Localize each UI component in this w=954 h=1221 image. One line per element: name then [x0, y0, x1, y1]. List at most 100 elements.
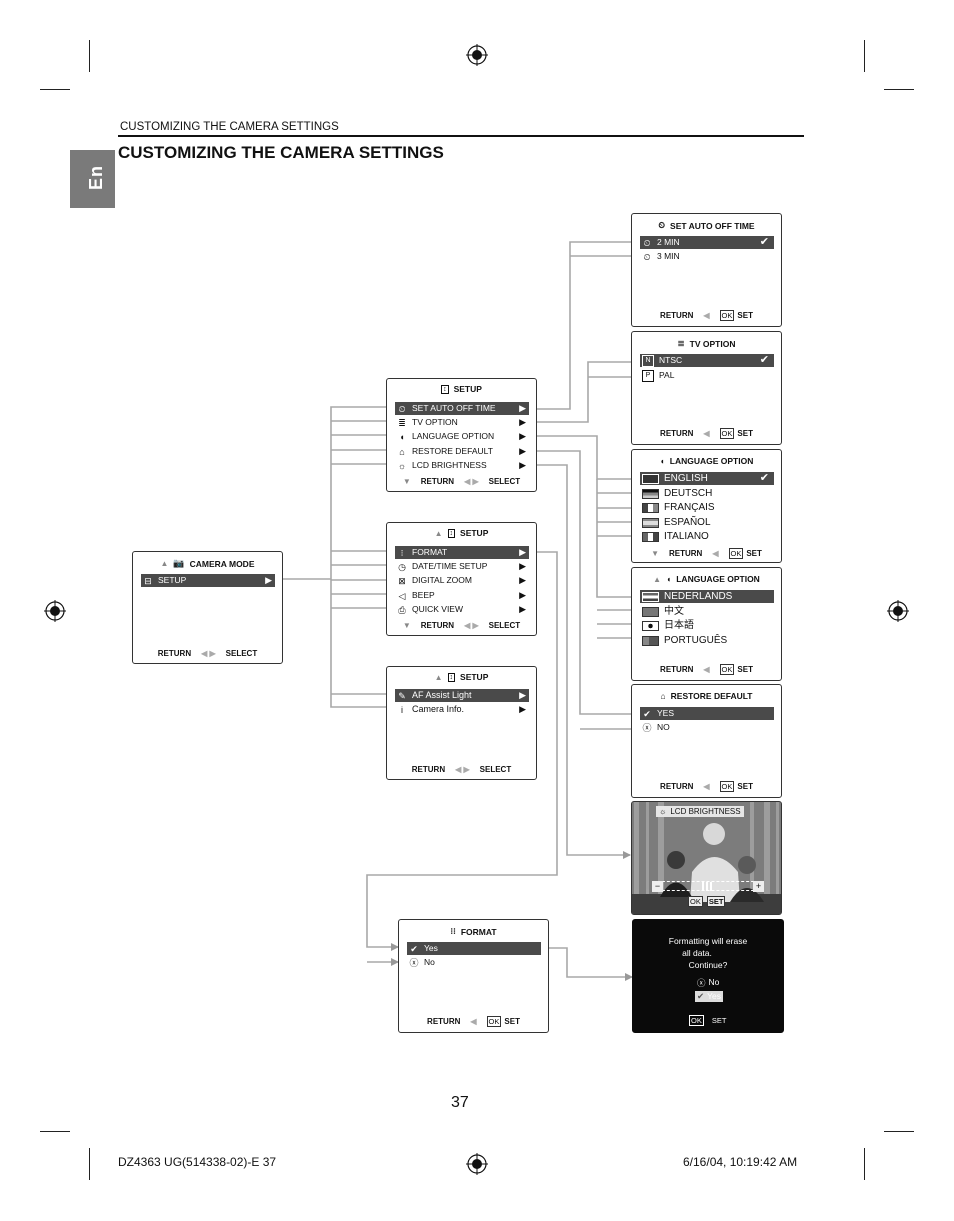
menu-item-format[interactable]: ⁝ FORMAT ▶ — [395, 546, 529, 559]
crop-mark — [864, 40, 865, 72]
crop-mark — [884, 89, 914, 90]
option-japanese[interactable]: 日本語 — [640, 619, 774, 632]
menu-item-label: DATE/TIME SETUP — [412, 561, 488, 571]
option-nederlands[interactable]: NEDERLANDS — [640, 590, 774, 603]
menu-item-datetime[interactable]: ◷ DATE/TIME SETUP ▶ — [395, 560, 529, 573]
checkmark-icon: ✔ — [410, 943, 418, 954]
set-label[interactable]: SET — [711, 1016, 727, 1025]
return-label[interactable]: RETURN — [157, 649, 192, 658]
option-portugues[interactable]: PORTUGUÊS — [640, 634, 774, 647]
auto-off-screen: ⏲ SET AUTO OFF TIME ⏲ 2 MIN ✔ ⏲ 3 MIN RE… — [631, 213, 782, 327]
set-button[interactable]: SET — [706, 896, 726, 907]
set-label[interactable]: SET — [504, 1017, 520, 1026]
option-espanol[interactable]: ESPAÑOL — [640, 516, 774, 529]
return-label[interactable]: RETURN — [660, 665, 694, 674]
set-label[interactable]: SET — [737, 311, 753, 320]
option-label: 日本語 — [664, 620, 694, 631]
option-2min[interactable]: ⏲ 2 MIN ✔ — [640, 236, 774, 249]
restore-icon: ⌂ — [660, 691, 666, 701]
option-yes[interactable]: ✔ YES — [640, 707, 774, 720]
right-arrow-icon: ▶ — [519, 460, 526, 470]
menu-item-quick-view[interactable]: ⎙ QUICK VIEW ▶ — [395, 603, 529, 616]
menu-item-beep[interactable]: ◁ BEEP ▶ — [395, 589, 529, 602]
return-label[interactable]: RETURN — [420, 621, 455, 630]
option-deutsch[interactable]: DEUTSCH — [640, 487, 774, 500]
down-arrow-icon: ▼ — [402, 621, 411, 630]
menu-item-auto-off[interactable]: ⏲ SET AUTO OFF TIME ▶ — [395, 402, 529, 415]
right-arrow-icon: ▶ — [519, 604, 526, 614]
ok-icon: OK — [719, 310, 735, 321]
screen-header: ≣ TV OPTION — [632, 338, 781, 349]
ok-icon: OK — [719, 781, 735, 792]
menu-item-label: Camera Info. — [412, 704, 465, 714]
select-label[interactable]: SELECT — [488, 621, 521, 630]
option-3min[interactable]: ⏲ 3 MIN — [640, 250, 774, 263]
return-label[interactable]: RETURN — [411, 765, 446, 774]
option-no[interactable]: ⓧ No — [407, 956, 541, 969]
netherlands-flag-icon — [642, 591, 659, 602]
option-yes[interactable]: ✔ Yes — [695, 991, 723, 1002]
return-label[interactable]: RETURN — [660, 429, 694, 438]
sun-icon: ☼ — [659, 807, 667, 816]
option-italiano[interactable]: ITALIANO — [640, 530, 774, 543]
option-francais[interactable]: FRANÇAIS — [640, 501, 774, 514]
language-screen-1: ◖ LANGUAGE OPTION ENGLISH ✔ DEUTSCH FRAN… — [631, 449, 782, 563]
option-label: PAL — [659, 370, 675, 380]
plus-button[interactable]: + — [753, 881, 764, 892]
option-label: Yes — [424, 943, 438, 953]
format-confirm-screen: Formatting will erase all data. Continue… — [632, 919, 784, 1033]
select-label[interactable]: SELECT — [488, 477, 521, 486]
menu-item-lcd[interactable]: ☼ LCD BRIGHTNESS ▶ — [395, 459, 529, 472]
option-label: NEDERLANDS — [664, 591, 733, 602]
option-no[interactable]: ⓧ No — [697, 977, 719, 989]
menu-item-language[interactable]: ◖ LANGUAGE OPTION ▶ — [395, 430, 529, 443]
ok-icon: OK — [728, 548, 744, 559]
menu-item-setup[interactable]: ⊟ SETUP ▶ — [141, 574, 275, 587]
menu-item-af-assist[interactable]: ✎ AF Assist Light ▶ — [395, 689, 529, 702]
menu-item-digital-zoom[interactable]: ⊠ DIGITAL ZOOM ▶ — [395, 574, 529, 587]
speaker-icon: ◖ — [399, 431, 405, 442]
return-label[interactable]: RETURN — [660, 311, 694, 320]
set-label[interactable]: SET — [737, 665, 753, 674]
menu-item-restore[interactable]: ⌂ RESTORE DEFAULT ▶ — [395, 445, 529, 458]
return-label[interactable]: RETURN — [660, 782, 694, 791]
registration-mark-icon — [466, 1153, 488, 1175]
return-label[interactable]: RETURN — [427, 1017, 461, 1026]
screen-header: ↕ SETUP — [387, 384, 536, 394]
set-label[interactable]: SET — [737, 429, 753, 438]
option-label: NTSC — [659, 355, 683, 365]
camera-icon: 📷 — [173, 558, 185, 568]
screen-title: TV OPTION — [689, 338, 736, 349]
minus-button[interactable]: − — [652, 881, 663, 892]
up-arrow-icon: ▲ — [434, 528, 443, 538]
menu-item-label: BEEP — [412, 590, 435, 600]
option-chinese[interactable]: 中文 — [640, 605, 774, 618]
crop-mark — [89, 40, 90, 72]
option-label: Yes — [707, 991, 721, 1001]
menu-item-tv-option[interactable]: ≣ TV OPTION ▶ — [395, 416, 529, 429]
left-right-arrow-icon: ◀ ▶ — [464, 621, 479, 630]
france-flag-icon — [642, 502, 659, 513]
set-label[interactable]: SET — [737, 782, 753, 791]
return-label[interactable]: RETURN — [669, 549, 703, 558]
return-label[interactable]: RETURN — [420, 477, 455, 486]
ntsc-icon: N — [642, 354, 654, 367]
italy-flag-icon — [642, 531, 659, 542]
restore-default-screen: ⌂ RESTORE DEFAULT ✔ YES ⓧ NO RETURN ◀ OK… — [631, 684, 782, 798]
screen-header: ▲ ↕ SETUP — [387, 672, 536, 682]
select-label[interactable]: SELECT — [479, 765, 512, 774]
ok-icon: OK — [688, 896, 703, 907]
option-no[interactable]: ⓧ NO — [640, 721, 774, 734]
left-arrow-icon: ◀ — [712, 549, 719, 558]
message-line: all data. — [682, 948, 712, 958]
option-pal[interactable]: P PAL — [640, 369, 774, 382]
option-yes[interactable]: ✔ Yes — [407, 942, 541, 955]
menu-item-camera-info[interactable]: i Camera Info. ▶ — [395, 703, 529, 716]
set-label[interactable]: SET — [746, 549, 762, 558]
select-label[interactable]: SELECT — [225, 649, 258, 658]
china-flag-icon — [642, 606, 659, 617]
option-ntsc[interactable]: N NTSC ✔ — [640, 354, 774, 367]
up-arrow-icon: ▲ — [160, 559, 169, 568]
option-english[interactable]: ENGLISH ✔ — [640, 472, 774, 485]
